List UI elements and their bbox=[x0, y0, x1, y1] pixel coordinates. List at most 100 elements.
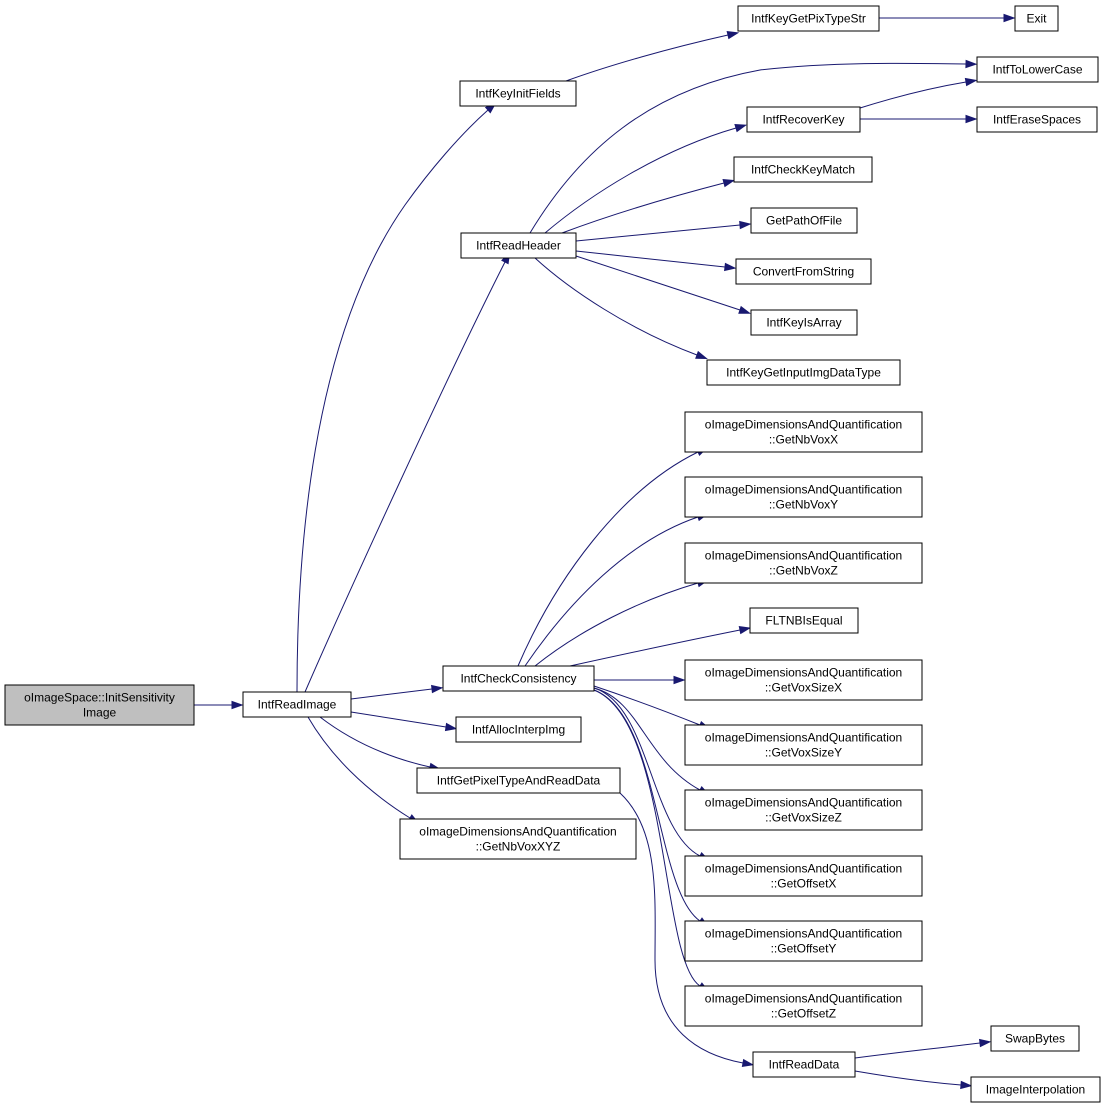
edge-readHeader-to-keyGetInputImgDataType bbox=[534, 257, 708, 360]
edge-line bbox=[575, 250, 726, 268]
edge-arrowhead bbox=[444, 722, 458, 732]
edge-line bbox=[593, 687, 701, 857]
node-keyInitFields[interactable]: IntfKeyInitFields bbox=[459, 80, 577, 107]
edge-line bbox=[350, 688, 433, 700]
node-box bbox=[684, 659, 923, 701]
node-box bbox=[684, 920, 923, 962]
node-box bbox=[399, 818, 637, 860]
node-label: IntfEraseSpaces bbox=[993, 113, 1081, 127]
node-label: GetPathOfFile bbox=[766, 214, 842, 228]
edge-readHeader-to-toLowerCase bbox=[529, 59, 978, 234]
edge-arrowhead bbox=[960, 1080, 973, 1090]
edge-arrowhead bbox=[964, 77, 978, 87]
node-getNbVoxXYZ[interactable]: oImageDimensionsAndQuantification::GetNb… bbox=[399, 818, 637, 860]
edge-checkConsistency-to-getNbVoxY bbox=[524, 513, 709, 667]
node-imageInterpolation[interactable]: ImageInterpolation bbox=[970, 1076, 1101, 1103]
node-box bbox=[684, 542, 923, 584]
edge-arrowhead bbox=[695, 350, 708, 360]
edge-line bbox=[569, 629, 741, 667]
node-checkConsistency[interactable]: IntfCheckConsistency bbox=[442, 665, 595, 692]
call-graph-nodes: oImageSpace::InitSensitivityImageIntfRea… bbox=[4, 5, 1101, 1103]
node-label: IntfCheckConsistency bbox=[460, 672, 576, 686]
node-label: ::GetVoxSizeY bbox=[765, 746, 842, 760]
edge-checkConsistency-to-getVoxSizeX bbox=[594, 675, 686, 685]
node-exit[interactable]: Exit bbox=[1014, 5, 1059, 32]
edge-line bbox=[517, 451, 699, 667]
node-getPixelType[interactable]: IntfGetPixelTypeAndReadData bbox=[416, 767, 621, 794]
node-toLowerCase[interactable]: IntfToLowerCase bbox=[976, 56, 1099, 83]
node-recoverKey[interactable]: IntfRecoverKey bbox=[746, 106, 861, 133]
edge-recoverKey-to-toLowerCase bbox=[859, 77, 978, 109]
node-label: ::GetVoxSizeX bbox=[765, 681, 842, 695]
node-box bbox=[684, 476, 923, 518]
node-box bbox=[459, 80, 577, 107]
edge-readHeader-to-recoverKey bbox=[544, 124, 748, 234]
node-convertFromString[interactable]: ConvertFromString bbox=[735, 258, 872, 285]
edge-line bbox=[529, 62, 967, 234]
node-readHeader[interactable]: IntfReadHeader bbox=[460, 232, 577, 259]
node-label: IntfReadHeader bbox=[476, 239, 561, 253]
node-box bbox=[460, 232, 577, 259]
node-label: oImageDimensionsAndQuantification bbox=[705, 992, 902, 1006]
node-box bbox=[416, 767, 621, 794]
node-label: IntfRecoverKey bbox=[762, 113, 844, 127]
node-box bbox=[4, 684, 195, 726]
edge-line bbox=[304, 261, 506, 693]
node-getOffsetX[interactable]: oImageDimensionsAndQuantification::GetOf… bbox=[684, 855, 923, 897]
edge-line bbox=[619, 792, 744, 1064]
edge-line bbox=[534, 257, 698, 356]
node-getNbVoxY[interactable]: oImageDimensionsAndQuantification::GetNb… bbox=[684, 476, 923, 518]
edge-arrowhead bbox=[979, 1038, 992, 1048]
node-fltnbIsEqual[interactable]: FLTNBIsEqual bbox=[749, 607, 859, 634]
node-checkKeyMatch[interactable]: IntfCheckKeyMatch bbox=[733, 156, 873, 183]
node-label: SwapBytes bbox=[1005, 1032, 1065, 1046]
edge-arrowhead bbox=[965, 59, 978, 69]
node-readImage[interactable]: IntfReadImage bbox=[242, 691, 352, 718]
edge-arrowhead bbox=[724, 262, 737, 272]
node-getNbVoxX[interactable]: oImageDimensionsAndQuantification::GetNb… bbox=[684, 411, 923, 453]
edge-line bbox=[575, 224, 741, 242]
node-getPathOfFile[interactable]: GetPathOfFile bbox=[750, 207, 858, 234]
edge-line bbox=[854, 1042, 981, 1059]
node-label: IntfKeyGetPixTypeStr bbox=[751, 12, 866, 26]
edge-readImage-to-keyInitFields bbox=[296, 102, 497, 693]
edge-checkConsistency-to-fltnbIsEqual bbox=[569, 626, 752, 667]
node-box bbox=[750, 207, 858, 234]
node-box bbox=[976, 56, 1099, 83]
node-keyIsArray[interactable]: IntfKeyIsArray bbox=[750, 309, 858, 336]
edge-line bbox=[296, 109, 489, 693]
edge-arrowhead bbox=[231, 700, 244, 710]
node-label: IntfKeyIsArray bbox=[766, 316, 841, 330]
node-label: IntfReadImage bbox=[258, 698, 337, 712]
edge-line bbox=[593, 685, 701, 726]
node-readData[interactable]: IntfReadData bbox=[752, 1051, 856, 1078]
node-getOffsetY[interactable]: oImageDimensionsAndQuantification::GetOf… bbox=[684, 920, 923, 962]
edge-arrowhead bbox=[673, 675, 686, 685]
node-label: ::GetOffsetX bbox=[771, 877, 837, 891]
node-eraseSpaces[interactable]: IntfEraseSpaces bbox=[976, 106, 1098, 133]
node-box bbox=[684, 855, 923, 897]
edge-arrowhead bbox=[1003, 13, 1016, 23]
node-label: ::GetNbVoxX bbox=[769, 433, 838, 447]
edge-arrowhead bbox=[431, 684, 444, 694]
edge-readImage-to-checkConsistency bbox=[350, 684, 444, 700]
node-box bbox=[976, 106, 1098, 133]
node-label: IntfAllocInterpImg bbox=[472, 723, 565, 737]
node-getOffsetZ[interactable]: oImageDimensionsAndQuantification::GetOf… bbox=[684, 985, 923, 1027]
node-allocInterpImg[interactable]: IntfAllocInterpImg bbox=[455, 716, 582, 743]
edge-readData-to-imageInterpolation bbox=[854, 1070, 973, 1090]
edge-readImage-to-getNbVoxXYZ bbox=[307, 716, 420, 825]
edge-line bbox=[561, 182, 725, 234]
node-getVoxSizeZ[interactable]: oImageDimensionsAndQuantification::GetVo… bbox=[684, 789, 923, 831]
node-label: oImageDimensionsAndQuantification bbox=[705, 862, 902, 876]
node-keyGetInputImgDataType[interactable]: IntfKeyGetInputImgDataType bbox=[706, 359, 901, 386]
node-box bbox=[684, 985, 923, 1027]
node-keyGetPixTypeStr[interactable]: IntfKeyGetPixTypeStr bbox=[737, 5, 880, 32]
node-getNbVoxZ[interactable]: oImageDimensionsAndQuantification::GetNb… bbox=[684, 542, 923, 584]
node-getVoxSizeX[interactable]: oImageDimensionsAndQuantification::GetVo… bbox=[684, 659, 923, 701]
node-getVoxSizeY[interactable]: oImageDimensionsAndQuantification::GetVo… bbox=[684, 724, 923, 766]
edge-readHeader-to-checkKeyMatch bbox=[561, 179, 736, 234]
node-swapBytes[interactable]: SwapBytes bbox=[990, 1025, 1080, 1052]
node-box bbox=[1014, 5, 1059, 32]
